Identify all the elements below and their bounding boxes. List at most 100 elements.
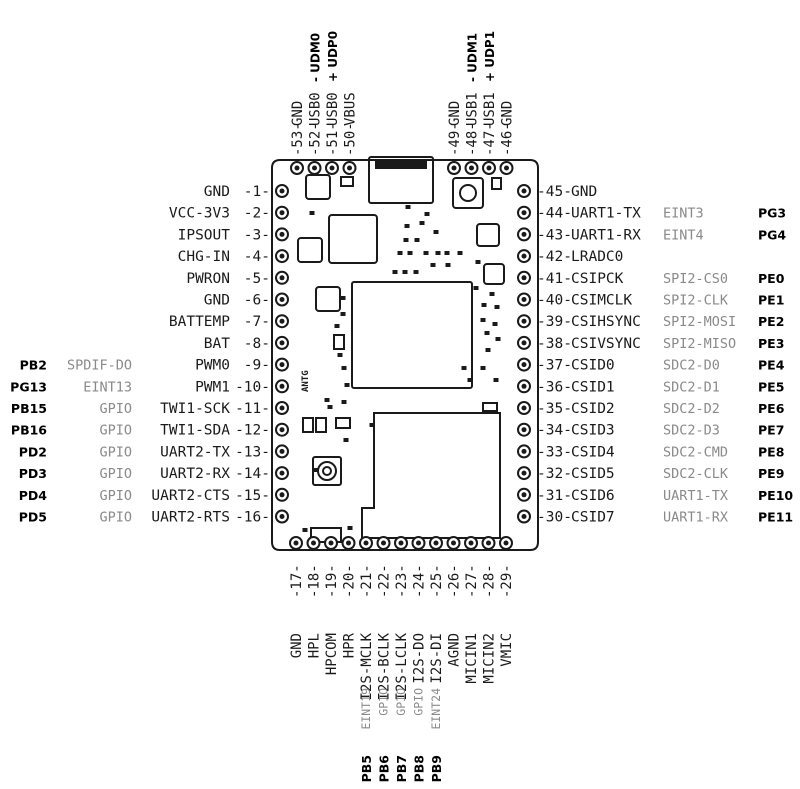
pin-number: -40- — [537, 293, 572, 309]
usb-connector — [368, 156, 434, 204]
board — [271, 159, 539, 551]
pin-number: -39- — [537, 314, 572, 330]
pin-hole — [521, 318, 527, 324]
smd-pad — [433, 230, 439, 234]
pin-name: VMIC — [499, 633, 515, 667]
pin-gpio: PD3 — [19, 466, 47, 481]
smd-pad — [402, 270, 408, 274]
pin-number: -12- — [235, 423, 270, 439]
top-pin: -47-USB1+ UDP1 — [482, 31, 498, 175]
top-pin-pad — [325, 161, 339, 175]
pin-number: -37- — [537, 358, 572, 374]
top-pin-pad — [499, 161, 514, 175]
pin-alt-function: GPIO — [99, 423, 132, 439]
smd-pad — [484, 331, 490, 335]
pin-hole — [279, 210, 285, 216]
pin-name: I2S-DO — [412, 633, 428, 684]
pin-hole — [398, 540, 404, 546]
pin-gpio: PB7 — [394, 755, 409, 782]
smd-pad — [430, 263, 436, 267]
top-pin-pad — [290, 161, 304, 175]
smd-pad — [397, 251, 403, 255]
smd-pad — [481, 303, 487, 307]
smd-pad — [480, 366, 486, 370]
smd-pad — [493, 378, 499, 382]
pin-gpio: PE7 — [758, 423, 784, 438]
pin-hole — [279, 275, 285, 281]
pin-hole — [346, 540, 351, 546]
chip-right — [483, 263, 505, 285]
pin-name: BAT — [204, 336, 230, 352]
left-pin: -1-GND — [204, 184, 289, 200]
pin-number: -15- — [235, 488, 270, 504]
pin-gpio: PE1 — [758, 293, 784, 308]
pin-hole — [521, 405, 527, 411]
bottom-pin-pad — [446, 536, 461, 550]
smd-pad — [489, 292, 495, 296]
smd-pad — [392, 270, 398, 274]
left-pin-pad — [275, 487, 289, 502]
pin-hole — [521, 514, 527, 519]
pin-alt-function: GPIO — [412, 688, 426, 716]
smd-pad — [467, 378, 473, 382]
board-components — [297, 156, 505, 543]
pin-name: CSIHSYNC — [571, 314, 641, 330]
pin-hole — [363, 540, 369, 546]
pin-number: -16- — [235, 510, 270, 526]
bottom-pin: -17-GND — [289, 536, 305, 658]
pin-number: -4- — [244, 249, 270, 265]
pin-name: TWI1-SDA — [160, 423, 230, 439]
pin-hole — [521, 297, 527, 302]
pin-alt-function: SPI2-CS0 — [663, 271, 728, 287]
smd-pad — [341, 400, 347, 404]
bottom-pin-pad — [359, 536, 373, 550]
pin-alt-function: SPI2-MOSI — [663, 314, 736, 330]
pin-number: -33- — [537, 444, 572, 460]
pin-hole — [433, 540, 439, 546]
top-pin-pad — [447, 161, 461, 175]
left-pin-header: -1-GND-2-VCC-3V3-3-IPSOUT-4-CHG-IN-5-PWR… — [10, 184, 289, 526]
smd-pad — [457, 251, 463, 255]
smd-pad — [485, 348, 491, 352]
pin-name: HPL — [307, 633, 323, 658]
smd-pad — [344, 383, 350, 387]
pin-hole — [279, 340, 285, 346]
pin-hole — [347, 165, 352, 171]
pin-number: -35- — [537, 401, 572, 417]
pin-name: CSID4 — [571, 444, 615, 460]
bottom-pin-pad — [429, 536, 443, 550]
left-pin-pad — [275, 270, 289, 285]
right-pin-pad — [517, 335, 531, 350]
left-pin: -4-CHG-IN — [178, 249, 289, 265]
pin-hole — [521, 427, 527, 433]
pin-gpio: PB5 — [359, 755, 374, 782]
pin-gpio: PE6 — [758, 401, 785, 416]
pin-alt-function: SDC2-D2 — [663, 401, 720, 417]
pin-hole — [279, 514, 285, 519]
pin-number: -48- — [465, 122, 481, 156]
pin-name: HPCOM — [324, 633, 340, 675]
pin-number: -14- — [235, 466, 270, 482]
pin-gpio: PE3 — [758, 336, 784, 351]
left-pin-pad — [275, 335, 289, 350]
pin-number: -21- — [359, 564, 375, 598]
usb-signal: - UDM0 — [309, 33, 323, 82]
usb-signal: - UDM1 — [466, 33, 480, 82]
bottom-pin: -28-MICIN2 — [481, 536, 498, 684]
pin-name: GND — [290, 101, 306, 126]
pin-hole — [328, 540, 334, 546]
pin-number: -23- — [394, 564, 410, 598]
bottom-pin: -19-HPCOM — [324, 536, 340, 675]
chip-top-left — [305, 174, 331, 200]
pin-hole — [329, 165, 335, 171]
pin-name: UART2-CTS — [151, 488, 230, 504]
left-pin-pad — [275, 422, 289, 437]
top-pin: -53-GND — [290, 101, 306, 175]
pin-alt-function: SPDIF-DO — [67, 358, 132, 374]
pin-number: -49- — [447, 122, 463, 156]
smd-part — [333, 334, 345, 350]
